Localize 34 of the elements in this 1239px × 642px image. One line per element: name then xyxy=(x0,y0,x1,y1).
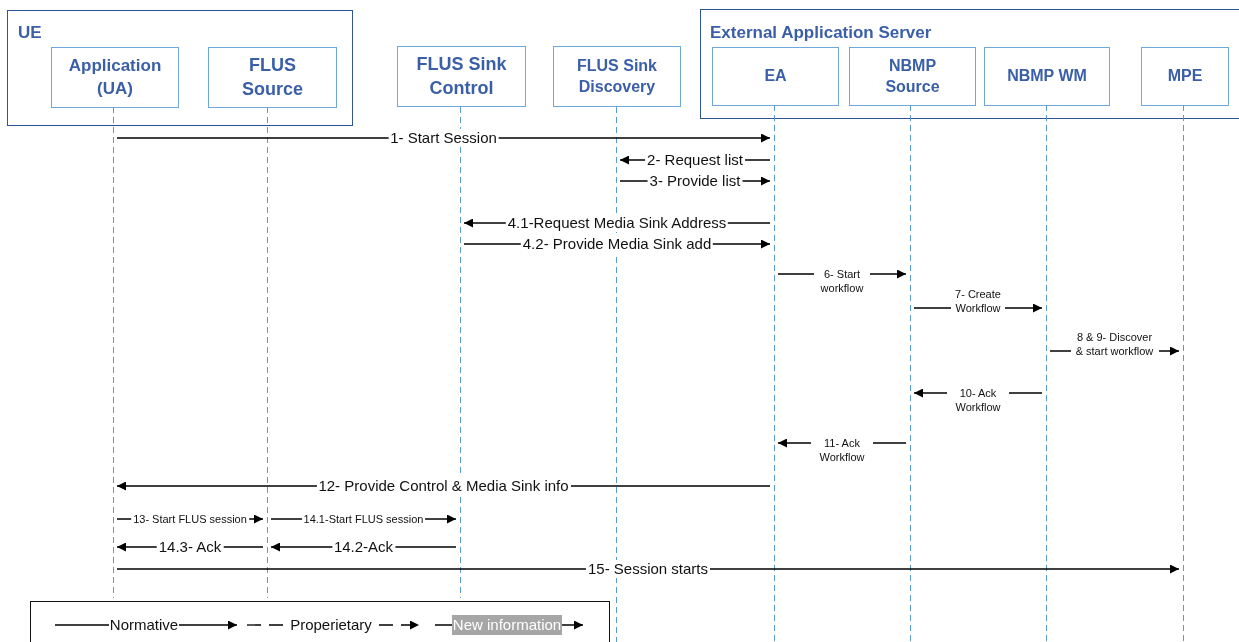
participant-name: NBMP WM xyxy=(1007,66,1087,87)
group-title: External Application Server xyxy=(710,23,932,43)
edge-label: 13- Start FLUS session xyxy=(131,512,249,526)
participant-name: MPE xyxy=(1167,66,1203,87)
participant-name: EA xyxy=(764,66,787,87)
edge-label: 15- Session starts xyxy=(585,560,711,578)
participant-box xyxy=(208,47,337,108)
group-frame xyxy=(7,10,353,126)
participant-name: FLUS Sink Discovery xyxy=(576,55,658,97)
group-frame xyxy=(700,9,1239,119)
participant-name: NBMP Source xyxy=(884,55,941,97)
participant-name: FLUS Source xyxy=(241,54,304,101)
edge-label: 2- Request list xyxy=(645,151,745,169)
edge-label: 7- Create Workflow xyxy=(951,287,1005,315)
edge-label: 4.2- Provide Media Sink add xyxy=(520,235,714,253)
participant-box xyxy=(984,47,1110,106)
edge-label: 6- Start workflow xyxy=(814,267,870,295)
group-title: UE xyxy=(18,23,42,43)
edge-label: 10- Ack Workflow xyxy=(947,386,1009,414)
participant-box xyxy=(849,47,976,106)
participant-box xyxy=(1141,47,1229,106)
participant-name: Application (UA) xyxy=(67,55,163,100)
participant-box xyxy=(553,46,681,107)
participant-box xyxy=(397,46,526,107)
edge-label: 14.1-Start FLUS session xyxy=(301,512,426,526)
participant-name: FLUS Sink Control xyxy=(415,53,508,100)
message-arrow xyxy=(116,564,1180,574)
participant-box xyxy=(51,47,179,108)
participant-box xyxy=(712,47,839,106)
edge-label: 12- Provide Control & Media Sink info xyxy=(316,477,571,495)
legend-text: New information xyxy=(451,615,563,635)
edge-label: 8 & 9- Discover & start workflow xyxy=(1070,330,1159,358)
edge-label: 4.1-Request Media Sink Address xyxy=(505,214,729,232)
edge-label: 11- Ack Workflow xyxy=(811,436,873,464)
